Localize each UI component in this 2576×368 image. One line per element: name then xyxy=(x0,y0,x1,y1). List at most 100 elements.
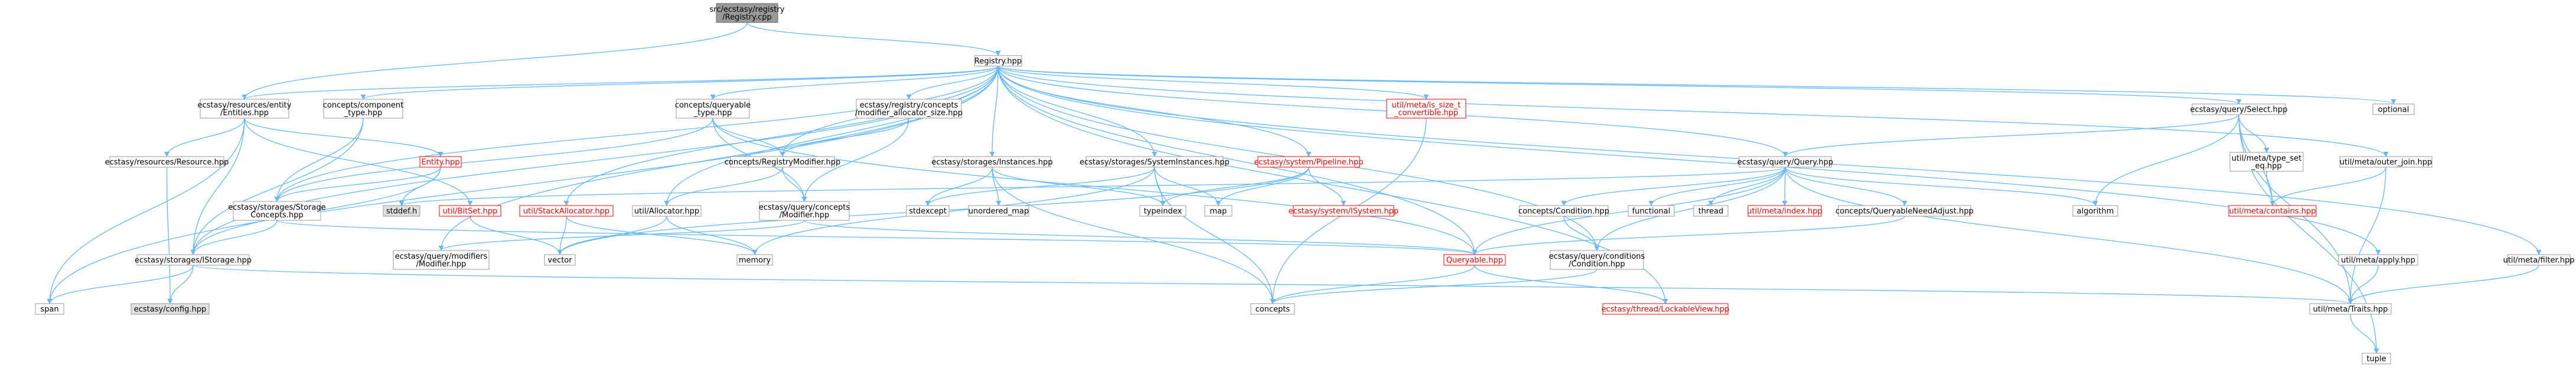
node-index[interactable]: util/meta/index.hpp xyxy=(1747,205,1822,217)
edge-n_storageconcepts-to-n_queryable xyxy=(276,220,1477,255)
node-label: src/ecstasy/registry xyxy=(709,5,784,14)
node-label: /Condition.hpp xyxy=(1569,260,1625,269)
node-label: ecstasy/registry/concepts xyxy=(860,101,958,110)
node-traits[interactable]: util/meta/Traits.hpp xyxy=(2309,303,2392,315)
node-label: util/meta/type_set xyxy=(2232,154,2301,163)
node-allocator[interactable]: util/Allocator.hpp xyxy=(632,205,702,217)
node-box xyxy=(393,250,490,270)
node-queryable[interactable]: Queryable.hpp xyxy=(1443,254,1506,266)
node-resource[interactable]: ecstasy/resources/Resource.hpp xyxy=(105,156,229,168)
node-typeset[interactable]: util/meta/type_set_eq.hpp xyxy=(2229,152,2304,172)
node-box xyxy=(136,254,250,266)
node-isystem[interactable]: ecstasy/system/ISystem.hpp xyxy=(1289,205,1398,217)
edge-n_sysinst-to-n_concepts xyxy=(1154,167,1276,304)
node-issize[interactable]: util/meta/is_size_t_convertible.hpp xyxy=(1386,99,1466,119)
node-label: ecstasy/query/Select.hpp xyxy=(2190,106,2288,115)
node-instances[interactable]: ecstasy/storages/Instances.hpp xyxy=(931,156,1053,168)
edge-n_component-to-n_storageconcepts xyxy=(274,118,364,202)
node-box xyxy=(1739,156,1832,168)
node-box xyxy=(632,205,702,217)
node-sysinst[interactable]: ecstasy/storages/SystemInstances.hpp xyxy=(1080,156,1230,168)
node-label: optional xyxy=(2378,106,2409,115)
node-tuple[interactable]: tuple xyxy=(2362,353,2391,364)
node-box xyxy=(323,99,403,119)
edge-n_pipeline-to-n_typeindex xyxy=(1160,167,1309,206)
edge-n_outerjoin-to-n_contains xyxy=(2270,167,2386,206)
edge-n_registry-to-n_storageconcepts xyxy=(274,66,999,202)
node-modalloc[interactable]: ecstasy/registry/concepts/modifier_alloc… xyxy=(855,99,963,119)
node-label: ecstasy/query/conditions xyxy=(1549,252,1645,261)
node-filter[interactable]: util/meta/filter.hpp xyxy=(2503,254,2575,266)
edge-n_registry-to-n_component xyxy=(360,66,999,100)
node-vector[interactable]: vector xyxy=(544,254,576,266)
edge-n_instances-to-n_concepts xyxy=(992,167,1276,304)
node-regmod[interactable]: concepts/RegistryModifier.hpp xyxy=(725,156,840,168)
edge-n_instances-to-n_stdexcept xyxy=(925,167,993,206)
node-entities[interactable]: ecstasy/resources/entity/Entities.hpp xyxy=(198,99,292,119)
node-label: ecstasy/thread/LockableView.hpp xyxy=(1602,305,1730,314)
edge-n_queryable_type-to-n_regmod xyxy=(712,118,785,157)
node-stddef[interactable]: stddef.h xyxy=(383,205,420,217)
edge-n_qcondition-to-n_concepts xyxy=(1270,269,1597,304)
node-box xyxy=(2072,205,2118,217)
node-box xyxy=(1293,205,1394,217)
node-qnadjust[interactable]: concepts/QueryableNeedAdjust.hpp xyxy=(1835,205,1974,217)
node-pipeline[interactable]: ecstasy/system/Pipeline.hpp xyxy=(1254,156,1364,168)
node-algorithm[interactable]: algorithm xyxy=(2072,205,2118,217)
node-functional[interactable]: functional xyxy=(1628,205,1675,217)
node-qcondition[interactable]: ecstasy/query/conditions/Condition.hpp xyxy=(1549,250,1645,270)
node-memory[interactable]: memory xyxy=(736,254,773,266)
node-stdexcept[interactable]: stdexcept xyxy=(906,205,950,217)
node-root[interactable]: src/ecstasy/registry/Registry.cpp xyxy=(709,3,785,23)
node-entity[interactable]: Entity.hpp xyxy=(419,156,462,168)
node-unordered[interactable]: unordered_map xyxy=(968,205,1029,217)
node-label: ecstasy/storages/Instances.hpp xyxy=(931,158,1052,167)
node-stackalloc[interactable]: util/StackAllocator.hpp xyxy=(519,205,614,217)
node-typeindex[interactable]: typeindex xyxy=(1139,205,1186,217)
edge-n_entities-to-n_span xyxy=(47,118,245,304)
node-config[interactable]: ecstasy/config.hpp xyxy=(131,303,210,315)
node-box xyxy=(2372,103,2415,115)
edge-n_registry-to-n_outerjoin xyxy=(997,66,2389,157)
node-condition[interactable]: concepts/Condition.hpp xyxy=(1518,205,1609,217)
node-concepts[interactable]: concepts xyxy=(1250,303,1295,315)
node-label: _type.hpp xyxy=(344,109,382,118)
node-label: typeindex xyxy=(1144,207,1182,216)
node-map[interactable]: map xyxy=(1204,205,1232,217)
node-querymod[interactable]: ecstasy/query/concepts/Modifier.hpp xyxy=(759,201,850,221)
node-box xyxy=(974,55,1022,67)
node-optional[interactable]: optional xyxy=(2372,103,2415,115)
edge-n_queryable_type-to-n_storageconcepts xyxy=(274,118,713,202)
node-label: _convertible.hpp xyxy=(1394,109,1458,118)
edge-n_bitset-to-n_vector xyxy=(469,216,563,255)
edge-n_query-to-n_qnadjust xyxy=(1785,167,1907,206)
node-span[interactable]: span xyxy=(35,303,64,315)
edge-n_registry-to-n_modifiers xyxy=(438,66,999,251)
node-label: map xyxy=(1210,207,1227,216)
node-select[interactable]: ecstasy/query/Select.hpp xyxy=(2190,103,2288,115)
node-component[interactable]: concepts/component_type.hpp xyxy=(323,99,404,119)
node-query[interactable]: ecstasy/query/Query.hpp xyxy=(1737,156,1833,168)
node-box xyxy=(419,156,462,168)
node-lockable[interactable]: ecstasy/thread/LockableView.hpp xyxy=(1602,303,1730,315)
node-bitset[interactable]: util/BitSet.hpp xyxy=(439,205,501,217)
node-box xyxy=(730,156,835,168)
edge-n_istorage-to-n_span xyxy=(47,265,194,304)
edge-n_modalloc-to-n_regmod xyxy=(780,118,909,157)
node-queryable_type[interactable]: concepts/queryable_type.hpp xyxy=(675,99,751,119)
node-contains[interactable]: util/meta/contains.hpp xyxy=(2228,205,2317,217)
edge-n_registry-to-n_apply xyxy=(997,66,2381,255)
edge-n_select-to-n_tuple xyxy=(2238,114,2379,354)
node-thread[interactable]: thread xyxy=(1693,205,1729,217)
node-apply[interactable]: util/meta/apply.hpp xyxy=(2338,254,2418,266)
node-istorage[interactable]: ecstasy/storages/IStorage.hpp xyxy=(135,254,252,266)
edge-n_query-to-n_thread xyxy=(1708,167,1786,206)
node-box xyxy=(35,303,64,315)
node-registry[interactable]: Registry.hpp xyxy=(974,55,1022,67)
node-box xyxy=(109,156,224,168)
node-modifiers[interactable]: ecstasy/query/modifiers/Modifier.hpp xyxy=(393,250,490,270)
node-outerjoin[interactable]: util/meta/outer_join.hpp xyxy=(2339,156,2432,168)
node-box xyxy=(759,201,850,221)
node-label: vector xyxy=(547,256,572,265)
